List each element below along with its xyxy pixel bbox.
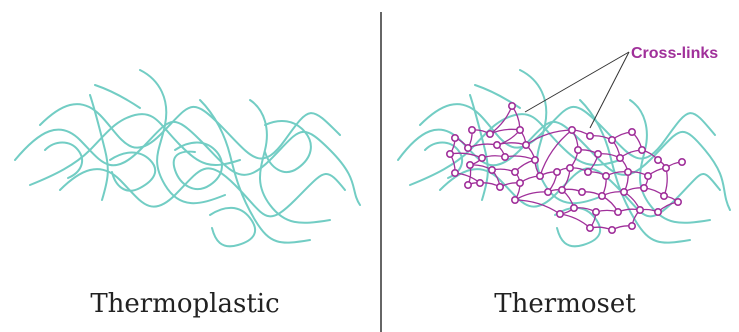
thermoset-chains — [398, 70, 730, 246]
cross-link-node-icon — [467, 162, 473, 168]
polymer-chain — [210, 208, 255, 246]
cross-link-node-icon — [645, 173, 651, 179]
cross-link-bond — [515, 192, 548, 200]
cross-link-node-icon — [655, 209, 661, 215]
cross-link-node-icon — [587, 133, 593, 139]
cross-link-node-icon — [447, 151, 453, 157]
cross-link-node-icon — [569, 127, 575, 133]
polymer-chain — [60, 168, 345, 216]
cross-link-node-icon — [593, 209, 599, 215]
cross-link-node-icon — [615, 209, 621, 215]
polymer-chain — [15, 122, 360, 205]
cross-link-node-icon — [595, 151, 601, 157]
cross-link-node-icon — [512, 169, 518, 175]
cross-link-node-icon — [585, 169, 591, 175]
cross-link-node-icon — [452, 135, 458, 141]
cross-link-node-icon — [599, 193, 605, 199]
thermoplastic-chains — [15, 70, 360, 246]
cross-link-node-icon — [517, 180, 523, 186]
cross-link-node-icon — [567, 165, 573, 171]
cross-link-node-icon — [603, 173, 609, 179]
cross-link-node-icon — [517, 127, 523, 133]
cross-links-label: Cross-links — [631, 45, 718, 62]
cross-link-node-icon — [625, 169, 631, 175]
polymer-chain — [110, 153, 155, 191]
thermoset-panel: Cross-links — [398, 45, 730, 246]
cross-link-node-icon — [487, 131, 493, 137]
cross-link-node-icon — [679, 159, 685, 165]
cross-link-node-icon — [537, 173, 543, 179]
cross-link-node-icon — [609, 227, 615, 233]
cross-link-node-icon — [465, 182, 471, 188]
cross-link-node-icon — [554, 169, 560, 175]
cross-link-node-icon — [663, 165, 669, 171]
cross-link-node-icon — [509, 103, 515, 109]
cross-link-node-icon — [641, 185, 647, 191]
cross-link-bond — [560, 214, 590, 228]
cross-link-node-icon — [587, 225, 593, 231]
cross-link-node-icon — [469, 127, 475, 133]
cross-link-node-icon — [655, 157, 661, 163]
cross-link-bond — [664, 168, 667, 196]
cross-link-node-icon — [609, 137, 615, 143]
cross-link-node-icon — [621, 189, 627, 195]
cross-link-node-icon — [479, 155, 485, 161]
cross-links-callout: Cross-links — [525, 45, 718, 128]
cross-link-node-icon — [559, 187, 565, 193]
thermoplastic-caption: Thermoplastic — [90, 289, 279, 319]
cross-link-node-icon — [502, 154, 508, 160]
thermoset-caption: Thermoset — [494, 289, 636, 319]
cross-link-node-icon — [532, 157, 538, 163]
cross-link-node-icon — [512, 197, 518, 203]
cross-link-node-icon — [637, 207, 643, 213]
polymer-chain — [265, 121, 311, 172]
cross-link-node-icon — [465, 145, 471, 151]
cross-link-node-icon — [497, 184, 503, 190]
cross-link-node-icon — [571, 205, 577, 211]
cross-link-node-icon — [617, 155, 623, 161]
thermoplastic-panel — [15, 70, 360, 246]
cross-link-node-icon — [675, 199, 681, 205]
cross-link-node-icon — [661, 193, 667, 199]
cross-link-node-icon — [489, 167, 495, 173]
cross-link-node-icon — [545, 189, 551, 195]
cross-link-node-icon — [579, 189, 585, 195]
cross-link-node-icon — [629, 223, 635, 229]
cross-link-node-icon — [639, 147, 645, 153]
cross-link-node-icon — [557, 211, 563, 217]
cross-link-node-icon — [575, 147, 581, 153]
cross-link-node-icon — [452, 170, 458, 176]
cross-link-nodes — [447, 103, 685, 233]
cross-link-node-icon — [629, 129, 635, 135]
cross-link-node-icon — [477, 180, 483, 186]
cross-link-node-icon — [494, 142, 500, 148]
cross-link-node-icon — [523, 142, 529, 148]
polymer-chain — [420, 104, 715, 158]
